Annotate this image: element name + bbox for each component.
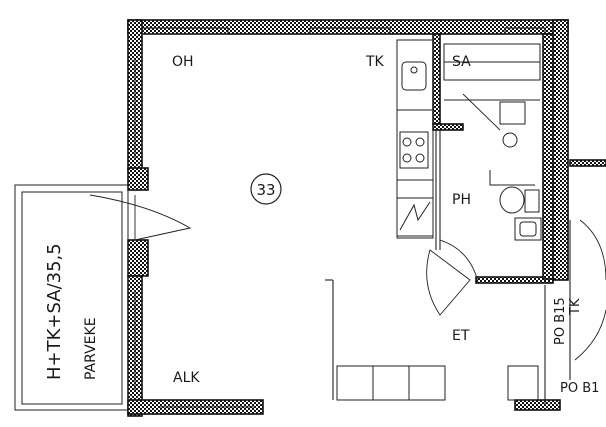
- right-wall: [552, 19, 569, 281]
- neighbor-door-arc-2: [574, 309, 606, 361]
- room-label-kitchen: TK: [365, 54, 385, 70]
- neighbor-label-pob1: PO B1: [560, 381, 599, 396]
- washbasin: [514, 217, 542, 241]
- neighbor-wall: [569, 159, 606, 167]
- interior-walls: [325, 33, 554, 405]
- balcony-label: PARVEKE: [83, 317, 99, 380]
- sauna-stove: [499, 101, 526, 125]
- window-top-mid: [309, 27, 391, 35]
- apartment-number-circle: [250, 173, 282, 205]
- kitchen-sink: [401, 61, 427, 91]
- burner-2: [415, 137, 425, 147]
- bottom-wall-right: [514, 399, 561, 411]
- exterior-walls: [127, 19, 569, 417]
- left-wall-middle: [127, 239, 149, 277]
- kitchen-tap: [410, 66, 418, 74]
- bath-wall-bottom: [475, 276, 554, 284]
- bath-door-arc[interactable]: [439, 239, 479, 283]
- window-top-right: [504, 27, 546, 35]
- washbasin-bowl: [519, 221, 537, 237]
- sauna-partition-horizontal: [432, 123, 464, 131]
- hall-door-arc[interactable]: [426, 249, 471, 316]
- room-label-wash: PH: [452, 192, 471, 208]
- fridge: [396, 197, 434, 237]
- shower-head: [502, 132, 518, 148]
- stove: [399, 131, 429, 169]
- burner-4: [415, 153, 425, 163]
- burner-1: [402, 137, 412, 147]
- shower-drain: [489, 170, 535, 186]
- balcony-type-text: H+TK+SA/35,5: [44, 243, 65, 380]
- closet-2: [372, 365, 410, 401]
- sauna-benches: [443, 43, 541, 131]
- sauna-partition-vertical: [432, 33, 441, 125]
- toilet: [499, 186, 525, 214]
- neighbor-units: [569, 159, 606, 380]
- windows: [134, 27, 546, 408]
- bath-wall-right: [542, 33, 554, 280]
- bathroom-fixtures: [439, 132, 542, 283]
- room-label-alcove: ALK: [173, 370, 200, 386]
- fridge-mark: [399, 201, 431, 231]
- left-wall-pillar: [127, 167, 149, 191]
- closet-1: [336, 365, 374, 401]
- balcony-outline: [14, 184, 129, 411]
- balcony-inner: [21, 191, 123, 405]
- apartment-number: 33: [256, 181, 275, 199]
- kitchen-counter-outline: [396, 39, 434, 239]
- room-label-living: OH: [172, 54, 194, 70]
- neighbor-label-pob15: PO B15: [553, 297, 568, 345]
- room-label-hall: ET: [452, 328, 470, 344]
- hall-closets: [336, 249, 539, 401]
- top-wall: [127, 19, 569, 35]
- kitchen-counter: [396, 39, 434, 239]
- closet-3: [408, 365, 446, 401]
- neighbor-door-arc: [579, 219, 606, 281]
- burner-3: [402, 153, 412, 163]
- neighbor-label-tk: TK: [568, 298, 583, 316]
- sauna-door-leaf[interactable]: [462, 93, 501, 131]
- room-label-sauna: SA: [452, 54, 471, 70]
- balcony-door-arc[interactable]: [89, 194, 192, 241]
- toilet-tank: [524, 189, 540, 213]
- window-top-left: [141, 27, 229, 35]
- closet-4: [507, 365, 539, 401]
- balcony: [14, 184, 192, 411]
